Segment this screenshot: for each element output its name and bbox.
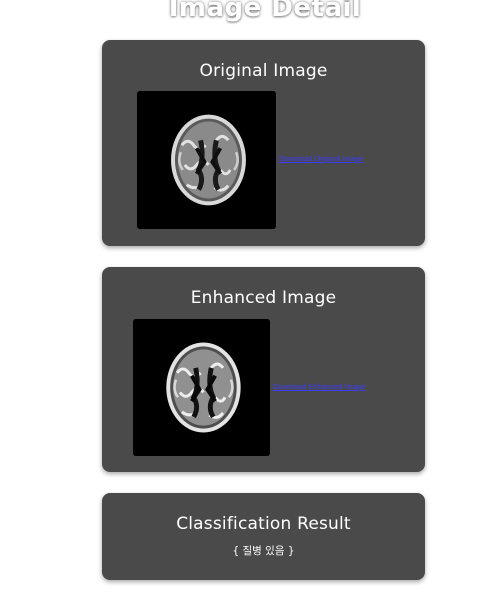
download-enhanced-link[interactable]: Download Enhanced Image (273, 382, 366, 391)
brain-mri-icon (133, 319, 270, 456)
classification-result-heading: Classification Result (176, 514, 351, 534)
enhanced-mri-image (133, 319, 270, 456)
enhanced-image-heading: Enhanced Image (190, 288, 337, 308)
classification-result-card: Classification Result { 질병 있음 } (102, 493, 425, 580)
classification-result-value: { 질병 있음 } (232, 545, 295, 557)
download-original-link[interactable]: Download Original Image (279, 154, 364, 163)
page-title: Image Detail (168, 0, 362, 23)
original-image-heading: Original Image (199, 61, 328, 81)
original-image-card: Original Image Download Original Image (102, 40, 425, 246)
enhanced-image-card: Enhanced Image Download Enhanced Image (102, 267, 425, 472)
original-mri-image (137, 91, 276, 229)
brain-mri-icon (137, 91, 276, 229)
